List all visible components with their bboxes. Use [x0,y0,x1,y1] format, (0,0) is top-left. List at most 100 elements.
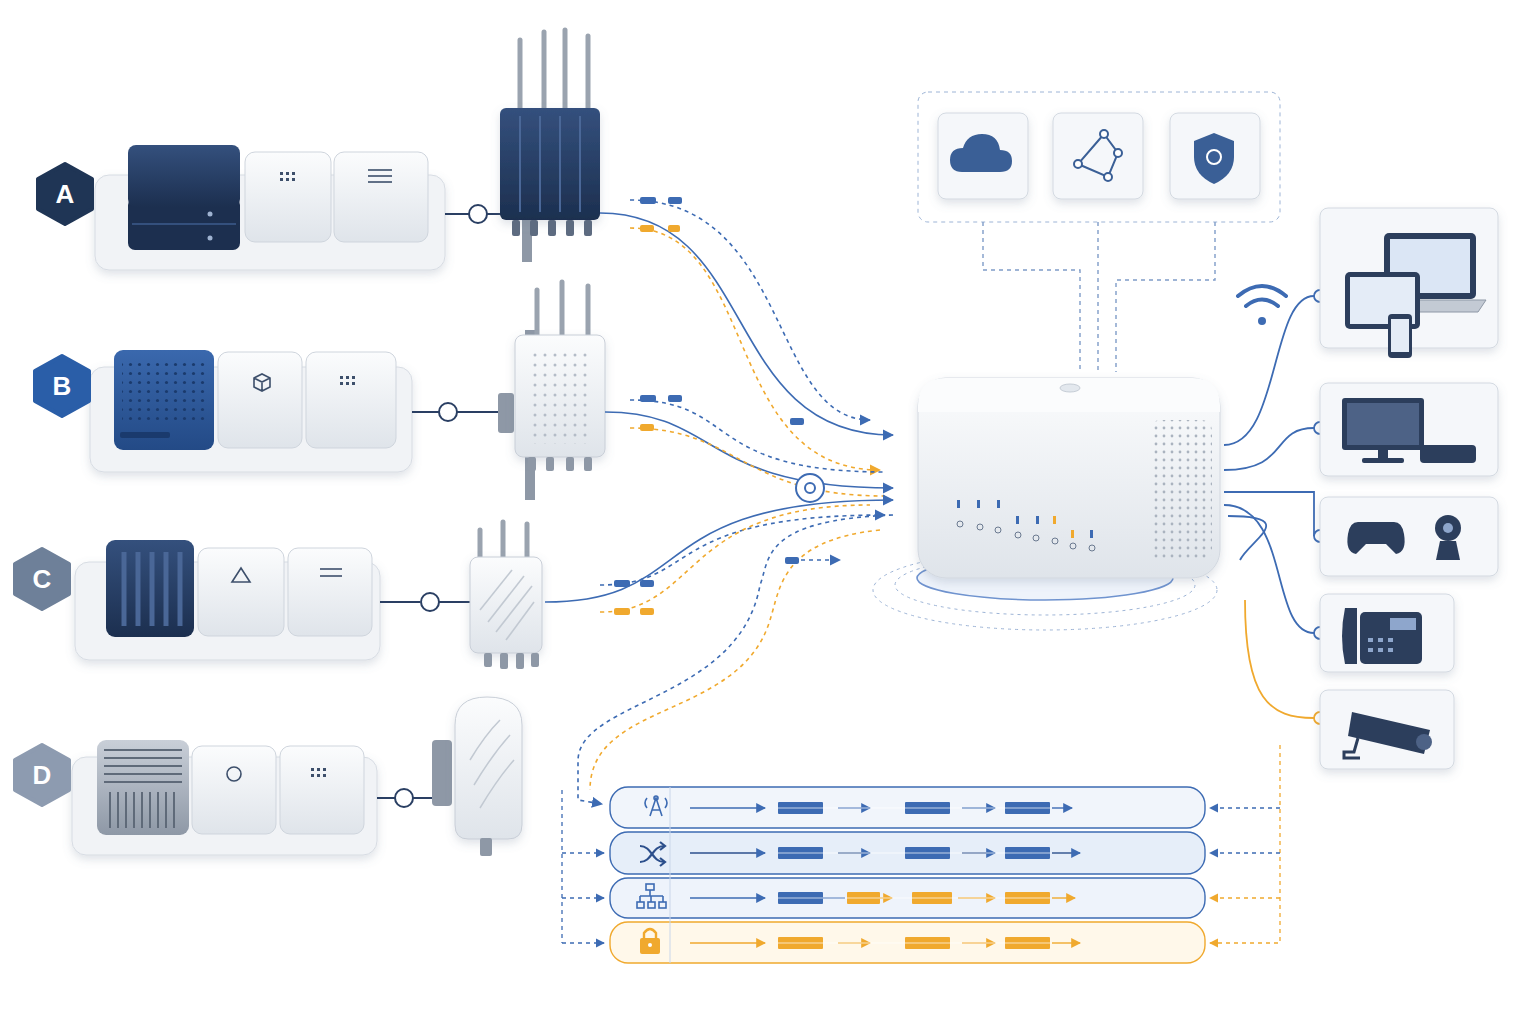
art-rect [1378,648,1383,652]
art-rect [512,220,520,236]
art-path [578,515,893,804]
art-path [590,530,880,790]
art-rect [668,395,682,402]
art-circle [1104,173,1112,181]
art-rect [218,352,302,448]
hexagon-shape [38,164,92,224]
art-path [561,790,562,943]
art-line [132,223,236,225]
art-rect [245,152,331,242]
art-rect [311,774,314,777]
art-circle [227,767,241,781]
art-g [690,808,1080,943]
art-rect [1036,516,1039,524]
art-rect [785,557,799,564]
art-rect [531,653,539,667]
art-rect [528,457,536,471]
art-rect [470,557,542,653]
art-line [178,552,183,626]
art-rect [648,902,655,908]
art-path [1245,600,1314,718]
art-line [496,586,532,632]
art-path [1348,712,1430,754]
art-circle [977,524,983,530]
art-rect [1170,113,1260,199]
art-g [957,521,1095,551]
art-rect [484,653,492,667]
art-line [778,808,1050,809]
art-rect [480,838,492,856]
art-line [380,601,420,603]
art-circle [1443,523,1453,533]
art-path [1116,222,1215,372]
art-rect [1347,403,1419,445]
art-rect [311,768,314,771]
art-rect [640,608,654,615]
art-line [320,568,342,570]
art-line [542,32,547,110]
art-rect [120,432,170,438]
art-line [368,169,392,171]
row-letter: A [56,181,75,207]
art-path [562,852,604,853]
row-c-equipment [75,522,542,669]
art-rect [1150,420,1212,560]
art-rect [352,382,355,385]
art-g [124,552,180,626]
art-rect [317,768,320,771]
art-path [1344,738,1360,758]
badge-hexagon: A [35,163,95,225]
art-g [1368,638,1393,652]
art-rect [323,774,326,777]
art-line [560,282,565,340]
art-circle [469,205,487,223]
art-line [1052,852,1080,853]
art-path [1097,222,1098,372]
art-path [1436,541,1460,560]
art-rect [610,787,1205,828]
art-rect [1090,530,1093,538]
art-circle [1033,535,1039,541]
art-path [605,412,893,488]
art-line [439,601,472,603]
art-circle [1089,545,1095,551]
art-line [586,36,591,110]
art-path [1194,133,1234,184]
art-rect [128,145,240,207]
client-links [1224,286,1326,724]
art-g [311,768,326,777]
art-circle [805,483,815,493]
art-rect [790,418,804,425]
art-rect [1342,398,1424,450]
art-rect [1368,648,1373,652]
art-circle [1207,150,1221,164]
art-g [340,376,355,385]
art-path [1224,428,1314,470]
art-rect [640,580,654,587]
art-rect [340,382,343,385]
art-rect [646,884,654,890]
art-line [539,116,541,212]
art-line [104,765,182,767]
art-line [104,757,182,759]
art-path [1342,608,1357,664]
row-a-equipment [95,30,600,270]
art-path [950,134,1012,172]
art-rect [1388,314,1412,358]
art-rect [106,540,194,637]
art-g [110,792,174,828]
art-path [1224,296,1314,445]
art-path [562,942,604,943]
art-path [1228,516,1266,560]
art-path [630,400,885,472]
art-circle [439,403,457,421]
art-line [670,787,671,963]
art-rect [659,902,666,908]
art-rect [1360,612,1422,664]
art-line [150,552,155,626]
art-rect [323,768,326,771]
art-path [562,897,604,898]
art-rect [1362,458,1404,463]
art-rect [280,172,283,175]
